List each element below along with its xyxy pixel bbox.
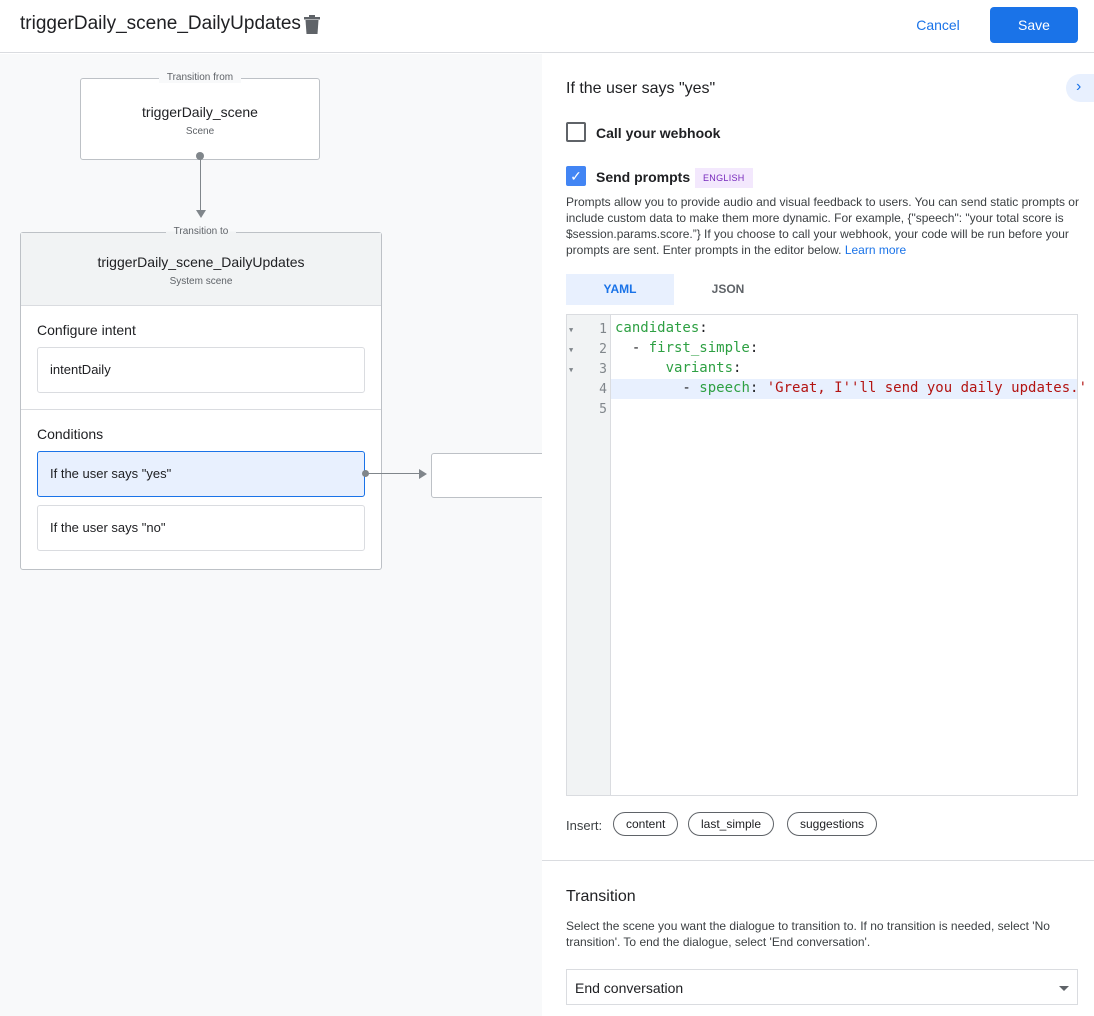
send-prompts-checkbox[interactable]: ✓	[566, 166, 586, 186]
code-line: variants:	[665, 360, 742, 376]
insert-chip-content[interactable]: content	[613, 812, 679, 836]
description-text: Prompts allow you to provide audio and v…	[566, 195, 1079, 257]
dropdown-caret-icon	[1059, 986, 1069, 991]
code-line: candidates:	[615, 320, 708, 336]
top-bar: triggerDaily_scene_DailyUpdates Cancel S…	[0, 0, 1094, 53]
webhook-label: Call your webhook	[596, 125, 721, 141]
transition-to-legend: Transition to	[165, 226, 237, 237]
arrow-right-icon	[419, 469, 427, 479]
condition-no[interactable]: If the user says "no"	[37, 505, 365, 551]
fold-icon[interactable]: ▼	[569, 366, 574, 374]
trash-icon[interactable]	[304, 15, 320, 34]
scene-canvas: Transition from triggerDaily_scene Scene…	[0, 54, 542, 1016]
condition-panel: › If the user says "yes" Call your webho…	[542, 54, 1094, 1016]
fold-icon[interactable]: ▼	[569, 346, 574, 354]
insert-chip-suggestions[interactable]: suggestions	[787, 812, 878, 836]
cancel-button[interactable]: Cancel	[904, 8, 972, 42]
transition-to-node: Transition to triggerDaily_scene_DailyUp…	[20, 226, 382, 570]
page-title: triggerDaily_scene_DailyUpdates	[20, 13, 301, 34]
line-number: 3	[599, 362, 607, 377]
transition-description: Select the scene you want the dialogue t…	[566, 919, 1050, 949]
intent-item[interactable]: intentDaily	[37, 347, 365, 393]
line-number: 5	[599, 402, 607, 417]
from-scene-name: triggerDaily_scene	[142, 104, 258, 120]
line-number: 4	[599, 382, 607, 397]
webhook-checkbox[interactable]	[566, 122, 586, 142]
send-prompts-label: Send prompts	[596, 169, 691, 185]
tab-json[interactable]: JSON	[711, 282, 745, 296]
transition-from-node[interactable]: Transition from triggerDaily_scene Scene	[80, 72, 320, 160]
conditions-heading: Conditions	[37, 426, 104, 442]
language-badge: ENGLISH	[695, 168, 753, 188]
chevron-right-icon[interactable]: ›	[1066, 74, 1094, 102]
connector-line	[366, 473, 419, 474]
transition-select-value: End conversation	[575, 980, 684, 996]
active-line-highlight	[611, 379, 1077, 399]
code-editor[interactable]: ▼ ▼ ▼ 1 2 3 4 5 candidates: - first_simp…	[566, 314, 1087, 796]
connector-dot	[362, 470, 369, 477]
divider	[542, 860, 1094, 861]
code-line: - speech: 'Great, I''ll send you daily u…	[615, 380, 1088, 396]
connector-line	[200, 158, 201, 210]
fold-icon[interactable]: ▼	[569, 326, 574, 334]
line-number: 1	[599, 322, 607, 337]
prompts-description: Prompts allow you to provide audio and v…	[566, 194, 1086, 258]
insert-chip-last-simple[interactable]: last_simple	[688, 812, 775, 836]
tab-yaml[interactable]: YAML	[566, 274, 674, 305]
insert-label: Insert:	[566, 818, 603, 833]
line-number: 2	[599, 342, 607, 357]
transition-from-legend: Transition from	[158, 72, 242, 83]
to-scene-name: triggerDaily_scene_DailyUpdates	[97, 254, 305, 270]
transition-select[interactable]: End conversation	[566, 969, 1078, 1005]
arrow-down-icon	[196, 210, 206, 218]
learn-more-link[interactable]: Learn more	[844, 243, 907, 257]
save-button[interactable]: Save	[990, 7, 1078, 43]
condition-yes[interactable]: If the user says "yes"	[37, 451, 365, 497]
code-line: - first_simple:	[615, 340, 759, 356]
transition-heading: Transition	[566, 888, 636, 905]
connector-dot	[196, 152, 204, 160]
editor-gutter	[567, 315, 611, 795]
to-scene-type: System scene	[169, 276, 233, 287]
empty-target-node[interactable]	[431, 453, 542, 498]
configure-intent-heading: Configure intent	[37, 322, 136, 338]
panel-heading: If the user says "yes"	[566, 80, 716, 97]
from-scene-type: Scene	[185, 126, 215, 137]
